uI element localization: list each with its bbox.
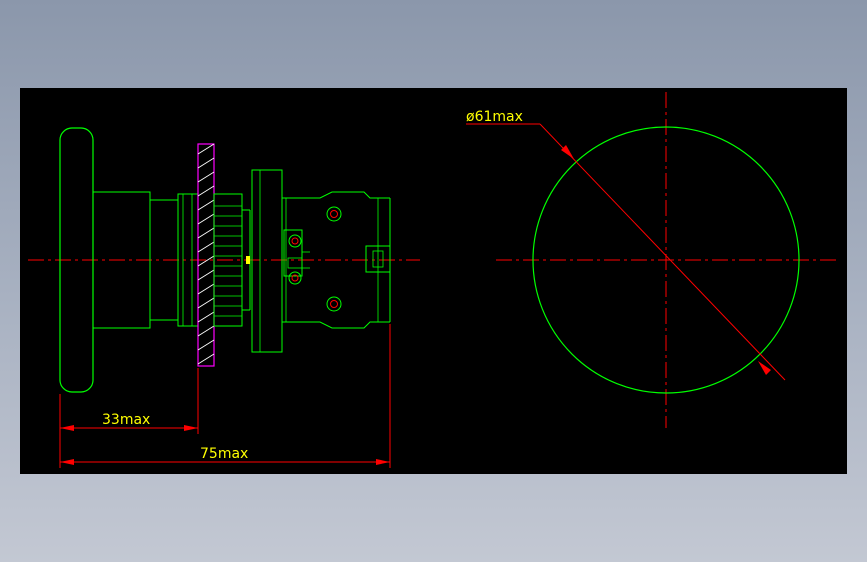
marker	[246, 256, 250, 264]
side-view	[28, 127, 420, 393]
contact-upper	[288, 234, 302, 248]
dimension-shaft-length: 33max	[59, 368, 199, 468]
contact-lower	[288, 271, 302, 285]
contact-block	[282, 191, 391, 329]
cad-drawing-viewport: 33max 75max ø61max	[20, 88, 847, 474]
dimension-shaft-length-label: 33max	[102, 412, 150, 428]
screw-bottom	[326, 296, 342, 312]
dimension-diameter-label: ø61max	[466, 109, 523, 125]
dimension-diameter: ø61max	[466, 109, 786, 381]
dimension-overall-length: 75max	[60, 324, 391, 468]
terminal-connector	[365, 245, 391, 273]
button-outline-circle	[532, 126, 800, 394]
screw-top	[326, 206, 342, 222]
mounting-panel	[197, 143, 215, 367]
flange-plate	[251, 169, 283, 353]
cad-drawing: 33max 75max ø61max	[28, 92, 838, 468]
dimension-overall-length-label: 75max	[200, 446, 248, 462]
front-view	[496, 92, 838, 428]
